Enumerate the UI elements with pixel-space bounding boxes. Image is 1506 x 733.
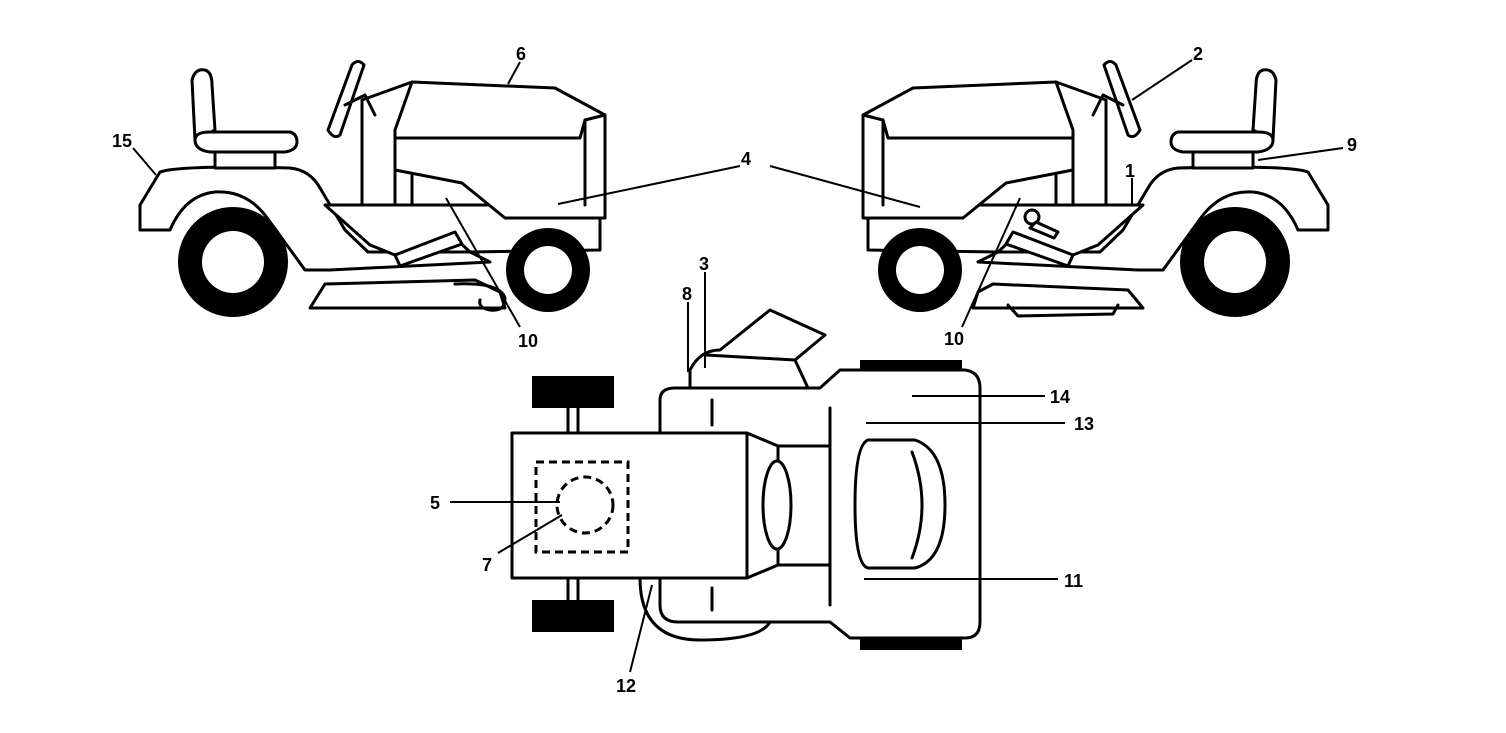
leader-10-left bbox=[445, 197, 521, 328]
callout-11: 11 bbox=[1064, 571, 1083, 591]
rear-fender-left bbox=[138, 165, 492, 272]
callout-3: 3 bbox=[699, 254, 709, 274]
callout-1: 1 bbox=[1125, 161, 1135, 181]
steering-wheel-left bbox=[326, 60, 366, 139]
tractor-top-view bbox=[510, 308, 982, 650]
rear-hub-right bbox=[1204, 231, 1266, 293]
seat-base-left bbox=[213, 150, 277, 170]
deck-bottom-curve-top bbox=[638, 576, 772, 642]
engine-flywheel-top bbox=[555, 475, 615, 535]
hood-grille-line-right bbox=[861, 113, 1075, 140]
leader-2 bbox=[1131, 59, 1193, 101]
seat-cushion-right bbox=[1169, 130, 1275, 154]
leader-7 bbox=[497, 514, 563, 554]
callout-5: 5 bbox=[430, 493, 440, 513]
seat-back-left bbox=[190, 68, 217, 142]
pedal-left bbox=[393, 230, 464, 268]
seat-back-right bbox=[1251, 68, 1278, 142]
engine-outline-top bbox=[534, 460, 630, 554]
mower-deck-right bbox=[971, 282, 1145, 310]
seat-top bbox=[853, 438, 947, 570]
front-wheel-top-lower bbox=[532, 600, 614, 632]
discharge-chute-left bbox=[453, 282, 507, 312]
callout-9: 9 bbox=[1347, 135, 1357, 155]
discharge-chute-top bbox=[688, 308, 827, 390]
pedal-right bbox=[1004, 230, 1075, 268]
seat-base-right bbox=[1191, 150, 1255, 170]
rear-fender-right bbox=[976, 165, 1330, 272]
leader-15 bbox=[132, 147, 157, 176]
deck-skirt-right bbox=[1006, 303, 1120, 318]
front-axle-top bbox=[566, 406, 580, 602]
steering-wheel-right bbox=[1102, 60, 1142, 139]
footrest-line-top bbox=[776, 444, 832, 567]
hood-right bbox=[861, 80, 1075, 220]
leader-4-left bbox=[557, 165, 741, 205]
steering-wheel-top bbox=[761, 459, 793, 551]
callout-10-left: 10 bbox=[518, 331, 538, 351]
front-hub-left bbox=[524, 246, 572, 294]
callout-8: 8 bbox=[682, 284, 692, 304]
leader-12 bbox=[629, 584, 653, 673]
leader-4-right bbox=[769, 165, 921, 208]
steering-shaft-right bbox=[1091, 93, 1125, 117]
callout-15: 15 bbox=[112, 131, 132, 151]
leader-lines bbox=[132, 59, 1344, 673]
callout-13: 13 bbox=[1074, 414, 1094, 434]
leader-10-right bbox=[961, 197, 1021, 328]
steering-shaft-left bbox=[343, 93, 377, 117]
seat-cushion-left bbox=[193, 130, 299, 154]
front-wheel-top-upper bbox=[532, 376, 614, 408]
hood-left bbox=[393, 80, 607, 220]
leader-6 bbox=[507, 61, 521, 85]
callout-6: 6 bbox=[516, 44, 526, 64]
tractor-left-side-view bbox=[138, 60, 607, 317]
rear-hub-left bbox=[202, 231, 264, 293]
callout-14: 14 bbox=[1050, 387, 1070, 407]
callout-2: 2 bbox=[1193, 44, 1203, 64]
callout-12: 12 bbox=[616, 676, 636, 696]
callout-7: 7 bbox=[482, 555, 492, 575]
callout-10-right: 10 bbox=[944, 329, 964, 349]
hood-grille-line-left bbox=[393, 113, 607, 140]
callout-numbers: 15 6 4 10 10 2 9 1 3 8 14 13 11 5 7 12 bbox=[112, 44, 1357, 696]
seat-back-line-top bbox=[910, 450, 924, 560]
tractor-right-side-view bbox=[861, 60, 1330, 318]
callout-4: 4 bbox=[741, 149, 751, 169]
lift-lever-right bbox=[1028, 220, 1060, 240]
front-hub-right bbox=[896, 246, 944, 294]
chute-line-top bbox=[704, 353, 797, 362]
leader-9 bbox=[1257, 147, 1344, 161]
